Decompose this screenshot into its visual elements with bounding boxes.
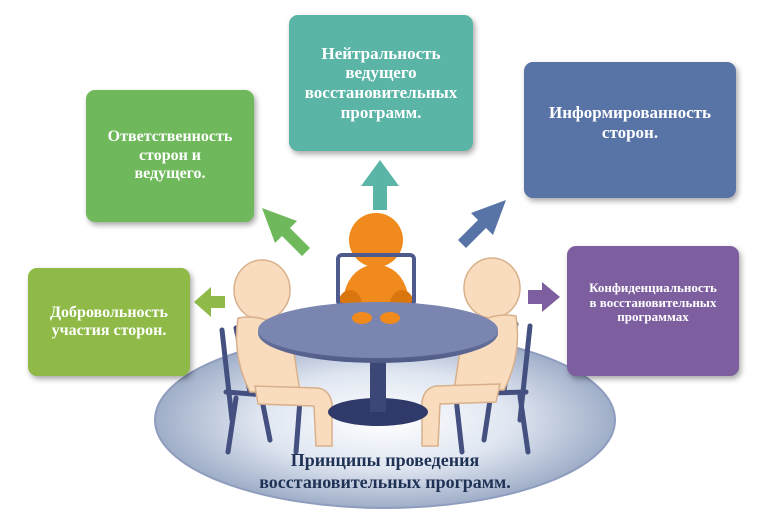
principle-confidentiality-line1: Конфиденциальность: [589, 279, 717, 295]
caption-line2: восстановительных программ.: [259, 471, 511, 492]
principle-confidentiality-box: Конфиденциальность в восстановительных п…: [567, 246, 739, 376]
principle-voluntary-line1: Добровольность: [50, 303, 168, 321]
principle-voluntary-line2: участия сторон.: [51, 322, 167, 339]
principle-neutrality-box: Нейтральность ведущего восстановительных…: [289, 15, 473, 151]
arrow-up-left-icon: [262, 208, 310, 256]
arrow-left-icon: [194, 287, 225, 317]
principle-neutrality-line3: восстановительных: [304, 83, 458, 102]
round-table-icon: [258, 302, 498, 426]
diagram-caption: Принципы проведения восстановительных пр…: [210, 450, 560, 493]
caption-line1: Принципы проведения: [290, 450, 480, 470]
arrow-up-icon: [361, 160, 399, 210]
principle-responsibility-line3: ведущего.: [134, 165, 206, 183]
principle-confidentiality-line3: программах: [617, 309, 689, 325]
principle-informed-line1: Информированность: [548, 103, 712, 123]
principle-neutrality-line2: ведущего: [345, 63, 417, 83]
arrow-up-right-icon: [458, 200, 506, 248]
principle-responsibility-box: Ответственность сторон и ведущего.: [86, 90, 254, 222]
principle-informed-line2: сторон.: [601, 123, 659, 142]
principle-neutrality-line1: Нейтральность: [321, 43, 441, 63]
principle-neutrality-line4: программ.: [340, 102, 422, 122]
principle-voluntary-box: Добровольность участия сторон.: [28, 268, 190, 376]
principle-informed-box: Информированность сторон.: [524, 62, 736, 198]
principle-responsibility-line1: Ответственность: [107, 128, 233, 146]
arrow-right-icon: [528, 282, 560, 312]
principle-responsibility-line2: сторон и: [138, 146, 202, 164]
principle-confidentiality-line2: в восстановительных: [589, 294, 717, 310]
